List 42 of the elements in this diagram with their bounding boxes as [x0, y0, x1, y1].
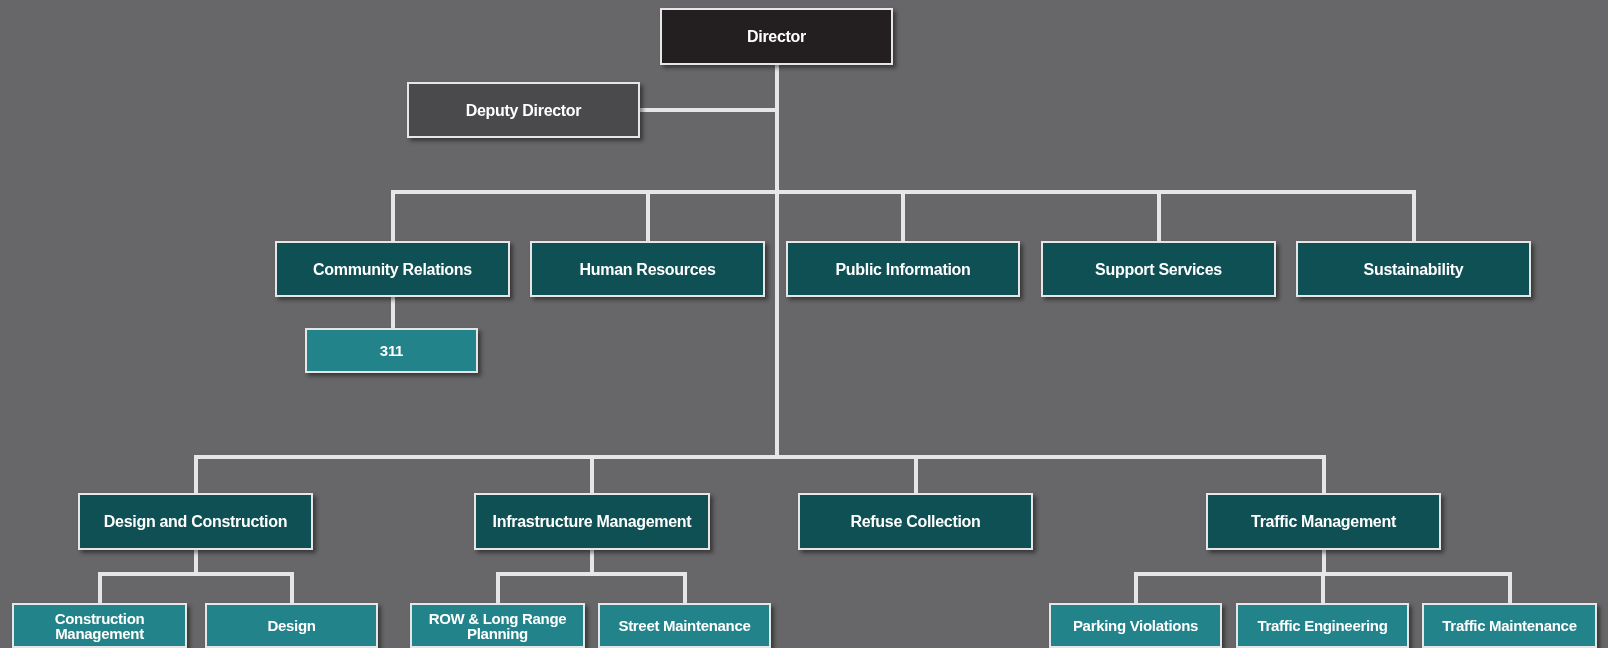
org-box — [598, 603, 771, 648]
box-label: ROW & Long Range Planning — [427, 610, 568, 641]
org-box — [1296, 241, 1531, 297]
box-label: Traffic Maintenance — [1442, 618, 1577, 633]
box-label: Support Services — [1095, 261, 1222, 277]
box-label: Deputy Director — [465, 102, 582, 118]
org-box — [305, 328, 478, 373]
box-label: 311 — [379, 343, 404, 358]
box-label: Parking Violations — [1072, 618, 1199, 633]
box-label: Human Resources — [579, 261, 716, 277]
org-box — [1206, 493, 1441, 550]
org-box — [530, 241, 765, 297]
org-box — [786, 241, 1020, 297]
org-box — [1236, 603, 1409, 648]
box-label: Traffic Engineering — [1257, 618, 1388, 633]
box-label: Design — [267, 618, 316, 633]
box-label: Public Information — [835, 261, 971, 277]
connector-line — [391, 297, 395, 328]
org-box — [12, 603, 187, 648]
org-box — [78, 493, 313, 550]
connector-line — [590, 550, 687, 603]
org-box — [1049, 603, 1222, 648]
org-box — [798, 493, 1033, 550]
box-label: Community Relations — [313, 261, 472, 277]
box-label: Traffic Management — [1251, 514, 1396, 529]
box-label: Director — [747, 29, 806, 44]
org-box — [205, 603, 378, 648]
org-box — [1422, 603, 1597, 648]
org-box — [410, 603, 585, 648]
connector-line — [194, 550, 294, 603]
box-label: Infrastructure Management — [492, 514, 692, 529]
org-box — [474, 493, 710, 550]
connector-line — [1322, 550, 1512, 603]
box-label: Sustainability — [1363, 261, 1464, 277]
box-label: Design and Construction — [103, 514, 288, 529]
box-label: Refuse Collection — [850, 514, 981, 529]
org-box — [407, 82, 640, 138]
box-label: Construction Management — [53, 610, 146, 641]
org-box — [275, 241, 510, 297]
org-box — [660, 8, 893, 65]
org-box — [1041, 241, 1276, 297]
box-label: Street Maintenance — [618, 618, 751, 633]
